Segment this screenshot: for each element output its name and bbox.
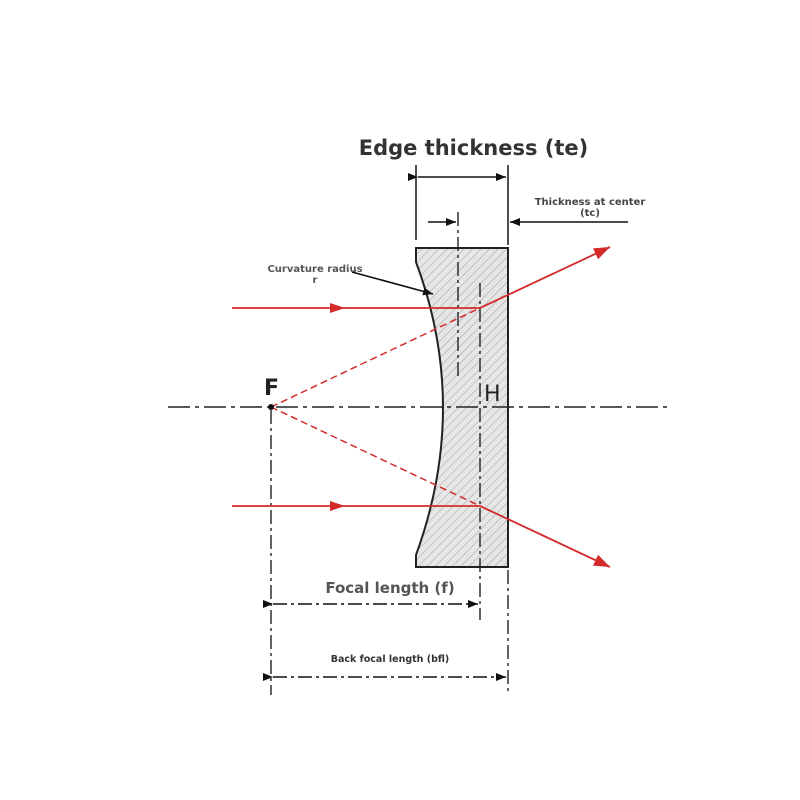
label-cr-line1: Curvature radius [267, 264, 363, 275]
title-edge-thickness: Edge thickness (te) [358, 136, 589, 160]
label-tc-line2: (tc) [580, 208, 600, 219]
label-principal-point: H [484, 382, 501, 407]
label-tc-line1: Thickness at center [534, 197, 646, 208]
label-curvature-radius: Curvature radius r [250, 264, 380, 286]
light-rays [232, 246, 611, 568]
label-focal-length: Focal length (f) [325, 579, 455, 597]
label-back-focal-length: Back focal length (bfl) [330, 654, 450, 665]
label-cr-line2: r [312, 275, 318, 286]
focal-point-dot [268, 404, 274, 410]
label-focal-point: F [264, 376, 280, 401]
label-thickness-at-center: Thickness at center (tc) [520, 197, 660, 219]
